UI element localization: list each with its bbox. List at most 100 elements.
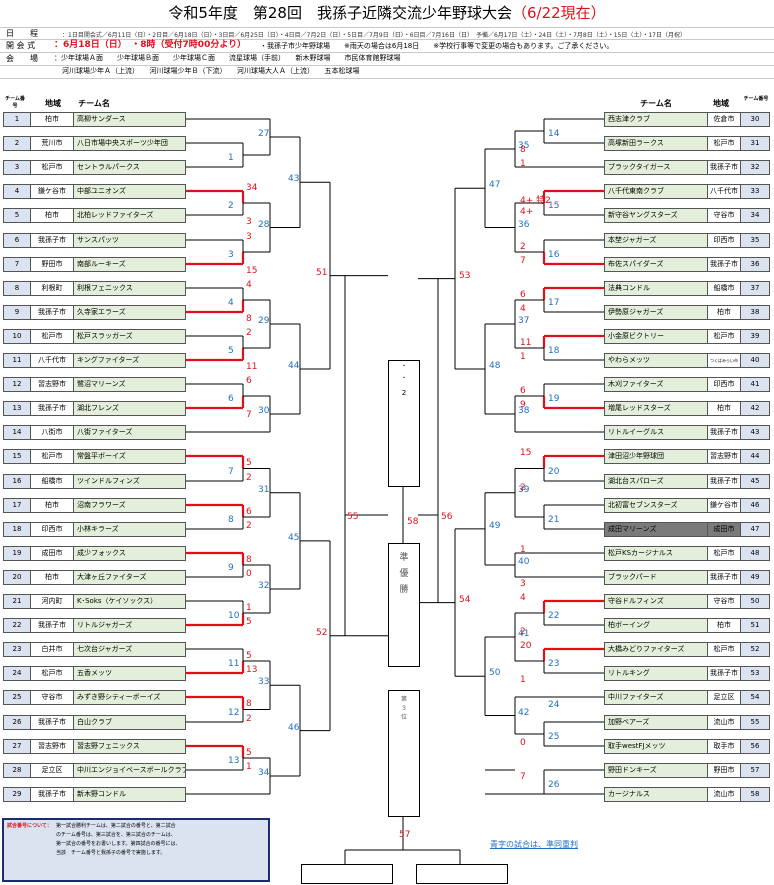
semi-final-box: ・ ・ 2 (388, 360, 420, 487)
team-area: 松戸市 (707, 136, 741, 151)
team-area: 成田市 (30, 546, 74, 561)
team-number: 32 (740, 160, 770, 175)
team-name: 西志津クラブ (604, 112, 708, 127)
team-number: 30 (740, 112, 770, 127)
team-number: 12 (3, 377, 31, 392)
game-number: 30 (258, 406, 270, 416)
team-area: 荒川市 (30, 136, 74, 151)
team-number: 29 (3, 787, 31, 802)
team-area: 白井市 (30, 642, 74, 657)
team-name: 中部ユニオンズ (73, 184, 186, 199)
score: 6 (520, 290, 526, 300)
score: 15 (520, 448, 532, 458)
team-name: 習志野フェニックス (73, 739, 186, 754)
team-name: K･Soks（ケイソックス） (73, 594, 186, 609)
team-number: 21 (3, 594, 31, 609)
team-name: 小林キラーズ (73, 522, 186, 537)
score: 8 (246, 555, 252, 565)
note-line: 当該 チーム番号と我孫子の番号で実施します。 (56, 850, 166, 856)
game-number: 5 (228, 346, 234, 356)
game-number: 58 (407, 517, 419, 527)
game-number: 45 (288, 532, 300, 543)
team-name: リトルキング (604, 666, 708, 681)
team-name: ツインドルフィンズ (73, 474, 186, 489)
game-number: 1 (228, 153, 234, 163)
third-place-box: 第 ３ 位 (388, 690, 420, 817)
game-number: 31 (258, 484, 270, 495)
team-name: 久寺家エラーズ (73, 305, 186, 320)
team-area: 八千代市 (30, 353, 74, 368)
team-name: 新木野コンドル (73, 787, 186, 802)
team-name: 八日市場中央スポーツ少年団 (73, 136, 186, 151)
team-area: 流山市 (707, 787, 741, 802)
venue-label: 会 場 (6, 54, 38, 63)
team-number: 54 (740, 690, 770, 705)
game-number: 9 (228, 563, 234, 573)
team-number: 34 (740, 208, 770, 223)
team-number: 4 (3, 184, 31, 199)
team-number: 58 (740, 787, 770, 802)
score: 2 (246, 714, 252, 724)
team-name: サンスパッツ (73, 233, 186, 248)
team-name: 大橋みどりファイターズ (604, 642, 708, 657)
score: 13 (246, 665, 258, 675)
game-number: 55 (347, 512, 359, 522)
game-number: 29 (258, 316, 270, 326)
score: 4 (520, 593, 526, 603)
game-number: 46 (288, 722, 300, 733)
game-number: 37 (518, 316, 530, 326)
score: 20 (520, 641, 532, 651)
game-number: 28 (258, 219, 270, 230)
team-number: 40 (740, 353, 770, 368)
title-main: 令和5年度 第28回 我孫子近隣交流少年野球大会 (168, 4, 512, 22)
score: 0 (246, 569, 252, 579)
score: 15 (246, 266, 258, 276)
game-number: 20 (548, 466, 560, 477)
game-number: 33 (258, 677, 270, 688)
team-name: 増尾レッドスターズ (604, 401, 708, 416)
team-name: 北柏レッドファイターズ (73, 208, 186, 223)
runner-up-box: 準 優 勝 (388, 543, 420, 667)
team-number: 57 (740, 763, 770, 778)
game-number: 7 (228, 466, 234, 477)
game-number: 10 (228, 611, 240, 621)
game-number: 36 (518, 219, 530, 230)
game-number: 41 (518, 629, 530, 639)
score: 9 (520, 400, 526, 410)
team-number: 46 (740, 498, 770, 513)
team-name: 柏ボーイング (604, 618, 708, 633)
score: 8 (246, 314, 252, 324)
team-number: 55 (740, 715, 770, 730)
game-number: 18 (548, 346, 560, 356)
score: 5 (246, 748, 252, 758)
score: 6 (520, 386, 526, 396)
score: 1 (520, 545, 526, 555)
final-box-right (416, 864, 508, 884)
team-number: 8 (3, 281, 31, 296)
team-area: 習志野市 (707, 449, 741, 464)
team-number: 52 (740, 642, 770, 657)
game-number: 12 (228, 707, 240, 718)
team-area: 松戸市 (30, 449, 74, 464)
team-name: 津田沼少年野球団 (604, 449, 708, 464)
score: 11 (246, 362, 258, 372)
team-number: 31 (740, 136, 770, 151)
game-number: 51 (316, 267, 328, 278)
team-number: 44 (740, 449, 770, 464)
team-area: 流山市 (707, 715, 741, 730)
score: 4+ (520, 207, 534, 217)
game-number: 35 (518, 141, 530, 151)
page-title: 令和5年度 第28回 我孫子近隣交流少年野球大会（6/22現在） (0, 2, 774, 23)
game-number: 13 (228, 756, 240, 766)
team-area: 足立区 (707, 690, 741, 705)
team-number: 38 (740, 305, 770, 320)
team-area: 我孫子市 (707, 160, 741, 175)
score: 34 (246, 183, 258, 193)
score: 0 (520, 738, 526, 748)
game-number: 44 (288, 361, 300, 371)
game-number: 40 (518, 557, 530, 567)
game-number: 17 (548, 298, 560, 308)
game-number: 14 (548, 129, 560, 139)
game-number: 15 (548, 201, 560, 211)
team-name: 取手westFJメッツ (604, 739, 708, 754)
